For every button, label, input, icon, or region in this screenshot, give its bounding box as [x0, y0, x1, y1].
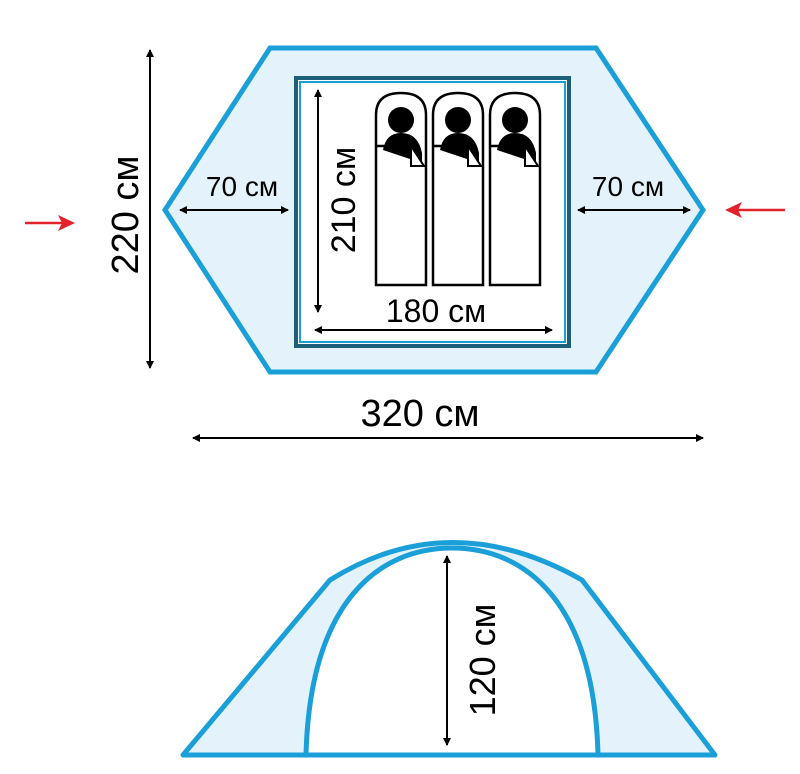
side-view: 120 см [180, 540, 718, 758]
inner-tent-arch [303, 545, 601, 758]
top-view: 220 см 320 см 70 см 70 см 210 см 180 см [25, 45, 785, 442]
length-label: 320 см [360, 393, 479, 435]
width-label: 220 см [105, 155, 147, 274]
height-label: 120 см [462, 604, 503, 717]
vestibule-right-label: 70 см [592, 171, 664, 202]
sleeping-bag-icon [431, 91, 485, 287]
entrance-arrow-right [725, 202, 785, 218]
inner-length-label: 210 см [325, 147, 363, 254]
sleeping-bag-icon [374, 91, 428, 287]
inner-width-label: 180 см [386, 293, 486, 329]
sleeping-bag-icon [488, 91, 542, 287]
entrance-arrow-left [25, 215, 75, 231]
vestibule-left-label: 70 см [206, 171, 278, 202]
